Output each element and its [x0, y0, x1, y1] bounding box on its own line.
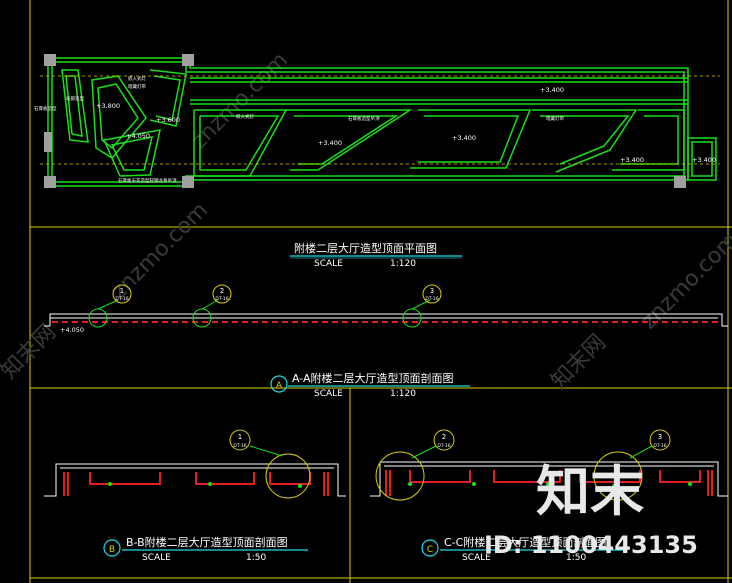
section-b-callout-num: 1	[238, 433, 242, 441]
section-c-scale-label: SCALE	[462, 553, 491, 563]
section-c-callout-2-ref: DT-16	[653, 443, 666, 449]
watermark-id: ID: 1100443135	[484, 531, 698, 559]
section-b-callout-ref: DT-16	[233, 443, 246, 449]
plan-title: 附楼二层大厅造型顶面平面图	[294, 241, 437, 255]
plan-elevation-8: +3.400	[692, 156, 716, 164]
section-c-marker: C	[427, 545, 433, 555]
section-a-callout-3-num: 3	[430, 287, 434, 295]
drawing-frame	[29, 0, 732, 583]
section-b-scale-value: 1:50	[246, 553, 266, 563]
section-b-scale-label: SCALE	[142, 553, 171, 563]
section-a-callout-2-ref: DT-16	[215, 296, 228, 302]
plan-note-3: 局部造型	[66, 95, 84, 102]
plan-note-5: 石膏板造型吊顶	[348, 115, 380, 122]
plan-elevation-3: +3.800	[96, 102, 120, 110]
plan-note-1: 嵌入式灯	[128, 75, 146, 82]
section-b-title: B-B附楼二层大厅造型顶面剖面图	[126, 535, 288, 549]
plan-note-7: 暗藏灯带	[546, 115, 564, 122]
section-a-elevation: +4.050	[60, 326, 84, 334]
plan-elevation-1: +3.400	[540, 86, 564, 94]
section-a-marker: A	[276, 381, 283, 391]
section-a-title: A-A附楼二层大厅造型顶面剖面图	[292, 371, 454, 385]
watermark-diag-2: 知末网	[547, 330, 611, 394]
plan-title-block: 附楼二层大厅造型顶面平面图 SCALE 1:120	[290, 241, 462, 269]
plan-scale-value: 1:120	[390, 259, 416, 269]
section-c-callout-1-num: 2	[442, 433, 446, 441]
plan-elevation-4: +4.050	[126, 132, 150, 140]
plan-note-8: 石膏板天花造型轻钢龙骨吊顶	[118, 177, 177, 184]
plan-elevation-7: +3.400	[620, 156, 644, 164]
section-b: 1 DT-16 B B-B附楼二层大厅造型顶面剖面图 SCALE 1:50	[44, 429, 346, 563]
brand-watermark: 知末 ID: 1100443135	[484, 460, 698, 559]
plan-elevation-2: +3.600	[156, 116, 180, 124]
plan-elevation-6: +3.400	[452, 134, 476, 142]
section-a-callout-2-num: 2	[220, 287, 224, 295]
section-c-callout-2-num: 3	[658, 433, 662, 441]
ceiling-plan: +3.400 +3.600 +3.800 +4.050 +3.400 +3.40…	[34, 54, 720, 188]
section-c: 2 DT-16 3 DT-16 C C-C附楼二层大厅造型顶面剖面图 SCALE…	[370, 429, 728, 563]
plan-elevation-5: +3.400	[318, 139, 342, 147]
section-a-callout-1-ref: DT-16	[115, 296, 128, 302]
section-c-scale-value: 1:50	[566, 553, 586, 563]
section-b-marker: B	[109, 545, 115, 555]
plan-note-2: 暗藏灯带	[128, 83, 146, 90]
section-a: 1 2 3 DT-16 DT-16 DT-16 +4.050 A A-A附楼二层…	[44, 284, 728, 399]
plan-scale-label: SCALE	[314, 259, 343, 269]
watermark-site-2: znzmo.com	[187, 48, 293, 154]
plan-note-6: 嵌入式灯	[236, 113, 254, 120]
plan-note-4: 石膏板造型	[34, 105, 57, 112]
section-c-title: C-C附楼二层大厅造型顶面剖面图	[444, 535, 606, 549]
section-c-callout-1-ref: DT-16	[437, 443, 450, 449]
section-a-callout-1-num: 1	[120, 287, 124, 295]
section-a-scale-label: SCALE	[314, 389, 343, 399]
section-a-scale-value: 1:120	[390, 389, 416, 399]
watermark-brand: 知末	[536, 460, 644, 523]
section-a-callout-3-ref: DT-16	[425, 296, 438, 302]
